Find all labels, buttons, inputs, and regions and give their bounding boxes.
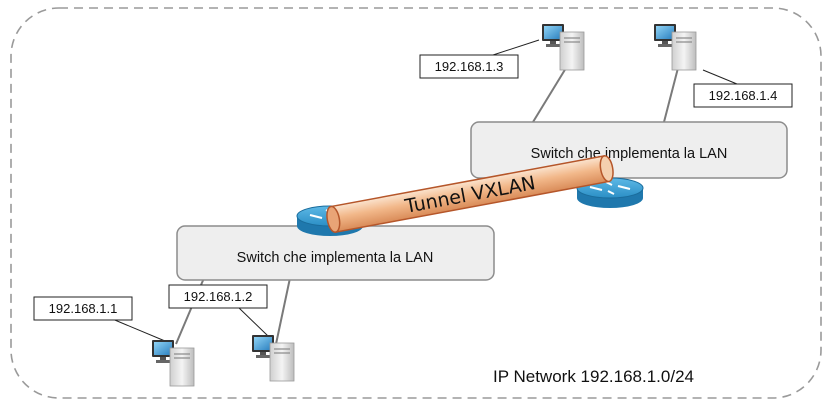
- ip-callout-host4: 192.168.1.4: [693, 83, 793, 108]
- ip-network-boundary: [10, 7, 822, 399]
- link-host3-switch2: [532, 67, 567, 123]
- ip-network-label: IP Network 192.168.1.0/24: [493, 367, 694, 386]
- ip-label-host4: 192.168.1.4: [709, 88, 778, 103]
- leader-host4: [702, 69, 738, 85]
- switch-box-upper: [470, 121, 788, 179]
- leader-host3: [492, 39, 540, 56]
- switch-label-upper: Switch che implementa la LAN: [531, 146, 728, 162]
- ip-label-host3: 192.168.1.3: [435, 59, 504, 74]
- link-host2-switch1: [275, 277, 291, 345]
- tunnel-end-right: [599, 155, 614, 183]
- computer-icon: [542, 24, 585, 71]
- callout-leaders: [109, 39, 738, 342]
- leader-host2: [237, 306, 269, 337]
- ip-callout-host2: 192.168.1.2: [168, 284, 268, 309]
- ip-callout-host1: 192.168.1.1: [33, 296, 133, 321]
- tunnel-label: Tunnel VXLAN: [402, 172, 537, 218]
- switch-label-lower: Switch che implementa la LAN: [237, 250, 434, 266]
- link-host4-switch2: [663, 67, 679, 123]
- computer-icon: [152, 340, 195, 387]
- vxlan-tunnel: Tunnel VXLAN: [326, 155, 614, 233]
- tunnel-end-left: [326, 205, 341, 233]
- leader-host1: [109, 317, 166, 342]
- computer-icon: [654, 24, 697, 71]
- ip-label-host2: 192.168.1.2: [184, 289, 253, 304]
- computer-icon: [252, 335, 295, 382]
- ip-callout-host3: 192.168.1.3: [419, 54, 519, 79]
- ip-label-host1: 192.168.1.1: [49, 301, 118, 316]
- links: [175, 67, 679, 345]
